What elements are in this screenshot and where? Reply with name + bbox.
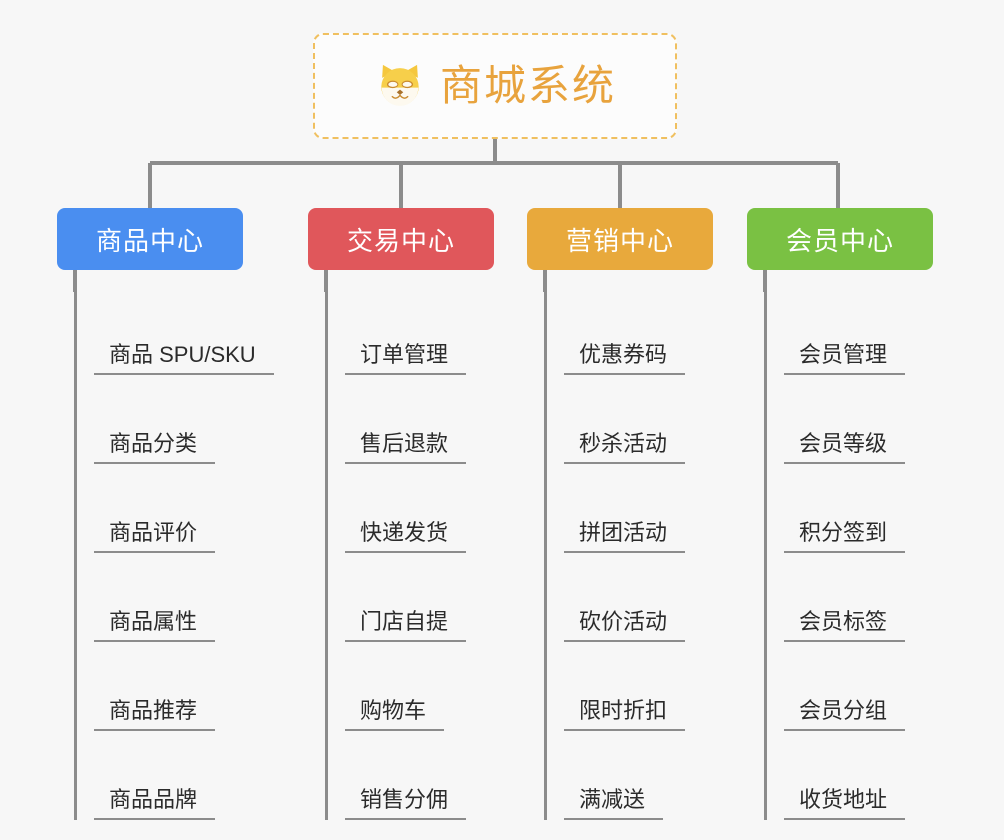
branch-header-marketing-center[interactable]: 营销中心 — [527, 208, 713, 270]
branch-item-label: 商品推荐 — [109, 698, 198, 723]
branch-item[interactable]: 门店自提 — [345, 553, 466, 642]
branch-column-product-center: 商品中心商品 SPU/SKU 商品分类商品评价商品属性商品推荐商品品牌 — [57, 208, 274, 820]
branch-item-label: 商品品牌 — [109, 787, 198, 812]
branch-item[interactable]: 会员等级 — [784, 375, 905, 464]
branch-item-label: 商品属性 — [109, 609, 198, 634]
branch-item[interactable]: 商品品牌 — [94, 731, 215, 820]
branch-item[interactable]: 秒杀活动 — [564, 375, 685, 464]
branch-column-member-center: 会员中心会员管理会员等级积分签到会员标签会员分组收货地址 — [747, 208, 933, 820]
shiba-dog-face-icon — [381, 64, 419, 106]
branch-item-list: 订单管理售后退款快递发货门店自提购物车销售分佣 — [325, 286, 494, 820]
branch-item[interactable]: 收货地址 — [784, 731, 905, 820]
branch-header-trade-center[interactable]: 交易中心 — [308, 208, 494, 270]
branch-item-label: 砍价活动 — [579, 609, 668, 634]
branch-item-label: 收货地址 — [799, 787, 888, 812]
branch-item-label: 会员等级 — [799, 431, 888, 456]
branch-item[interactable]: 商品属性 — [94, 553, 215, 642]
branch-item-label: 积分签到 — [799, 520, 888, 545]
branch-item[interactable]: 售后退款 — [345, 375, 466, 464]
branch-item[interactable]: 商品分类 — [94, 375, 215, 464]
branch-item[interactable]: 优惠券码 — [564, 286, 685, 375]
branch-item-label: 限时折扣 — [579, 698, 668, 723]
branch-item-label: 订单管理 — [360, 342, 449, 367]
branch-item[interactable]: 会员分组 — [784, 642, 905, 731]
branch-item[interactable]: 商品 SPU/SKU — [94, 286, 274, 375]
branch-item-list: 会员管理会员等级积分签到会员标签会员分组收货地址 — [764, 286, 933, 820]
branch-item-label: 销售分佣 — [360, 787, 449, 812]
branch-item[interactable]: 拼团活动 — [564, 464, 685, 553]
branch-item-label: 购物车 — [360, 698, 427, 723]
branch-item-label: 商品分类 — [109, 431, 198, 456]
branch-header-product-center[interactable]: 商品中心 — [57, 208, 243, 270]
branch-item-label: 秒杀活动 — [579, 431, 668, 456]
branch-item[interactable]: 会员标签 — [784, 553, 905, 642]
branch-item-label: 会员管理 — [799, 342, 888, 367]
branch-item[interactable]: 商品推荐 — [94, 642, 215, 731]
branch-item-label: 售后退款 — [360, 431, 449, 456]
branch-item-label: 商品 SPU/SKU — [109, 342, 256, 367]
branch-header-member-center[interactable]: 会员中心 — [747, 208, 933, 270]
branch-item-list: 商品 SPU/SKU 商品分类商品评价商品属性商品推荐商品品牌 — [74, 286, 274, 820]
branch-item[interactable]: 销售分佣 — [345, 731, 466, 820]
branch-item[interactable]: 快递发货 — [345, 464, 466, 553]
branch-item-label: 满减送 — [579, 787, 646, 812]
branch-item[interactable]: 订单管理 — [345, 286, 466, 375]
branch-item[interactable]: 积分签到 — [784, 464, 905, 553]
branch-item-label: 拼团活动 — [579, 520, 668, 545]
branch-item[interactable]: 砍价活动 — [564, 553, 685, 642]
branch-item[interactable]: 商品评价 — [94, 464, 215, 553]
branch-item[interactable]: 会员管理 — [784, 286, 905, 375]
branch-item-label: 商品评价 — [109, 520, 198, 545]
branch-item-label: 会员标签 — [799, 609, 888, 634]
branch-item[interactable]: 限时折扣 — [564, 642, 685, 731]
root-node[interactable]: 商城系统 — [313, 33, 677, 139]
branch-item-label: 会员分组 — [799, 698, 888, 723]
branch-item-label: 优惠券码 — [579, 342, 668, 367]
branch-item-label: 门店自提 — [360, 609, 449, 634]
branch-column-marketing-center: 营销中心优惠券码秒杀活动拼团活动砍价活动限时折扣满减送 — [527, 208, 713, 820]
branch-column-trade-center: 交易中心订单管理售后退款快递发货门店自提购物车销售分佣 — [308, 208, 494, 820]
branch-item-label: 快递发货 — [360, 520, 449, 545]
branch-item[interactable]: 购物车 — [345, 642, 444, 731]
branch-item[interactable]: 满减送 — [564, 731, 663, 820]
root-title: 商城系统 — [439, 62, 616, 109]
branch-item-list: 优惠券码秒杀活动拼团活动砍价活动限时折扣满减送 — [544, 286, 713, 820]
